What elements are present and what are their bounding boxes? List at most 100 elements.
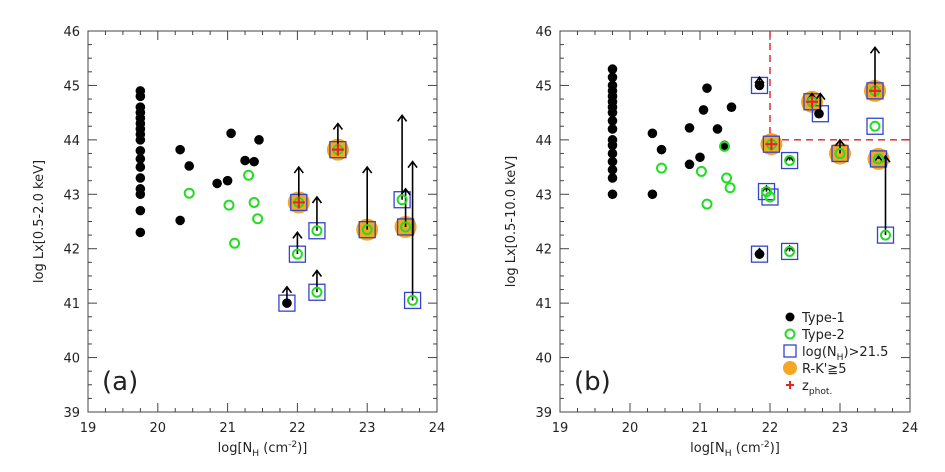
y-tick-label: 43 — [63, 188, 80, 203]
y-tick-label: 40 — [63, 352, 80, 367]
type2-point — [407, 294, 419, 306]
type2-point — [183, 187, 195, 199]
type2-point — [880, 229, 891, 241]
y-tick-label: 46 — [535, 25, 552, 40]
type1-point — [607, 64, 618, 74]
x-tick-label: 24 — [902, 421, 919, 436]
type1-point — [607, 124, 618, 134]
type2-point — [243, 169, 255, 181]
x-tick-label: 19 — [80, 421, 97, 436]
type2-point — [873, 153, 884, 165]
type1-point — [754, 80, 765, 91]
type1-point — [226, 128, 236, 139]
type1-point — [607, 116, 618, 126]
legend-marker-square — [783, 344, 797, 358]
type1-point — [135, 173, 146, 183]
x-tick-label: 21 — [692, 421, 709, 436]
y-tick-label: 41 — [535, 297, 552, 312]
y-tick-label: 45 — [63, 79, 80, 94]
type1-point — [607, 164, 618, 175]
upper-limit-arrow — [400, 187, 411, 227]
type1-point — [240, 155, 250, 166]
type1-point — [607, 140, 618, 151]
type1-point — [282, 298, 292, 308]
zphot-point — [806, 95, 818, 108]
type1-point — [135, 154, 146, 164]
type2-point — [311, 286, 323, 298]
type1-point — [212, 178, 222, 189]
square-point — [780, 151, 799, 170]
legend-item: zphot. — [786, 379, 832, 397]
type2-point — [291, 248, 303, 260]
zphot-point — [765, 138, 778, 151]
zphot-point — [292, 196, 305, 209]
panel-label: (b) — [574, 367, 611, 397]
x-tick-label: 23 — [359, 421, 376, 436]
type1-point — [702, 83, 712, 93]
type2-point — [834, 147, 846, 159]
type1-point — [607, 173, 618, 183]
y-tick-label: 46 — [63, 25, 80, 40]
x-tick-label: 21 — [219, 421, 236, 436]
type2-point — [361, 224, 373, 236]
type1-point — [684, 123, 695, 133]
x-tick-label: 19 — [552, 421, 569, 436]
upper-limit-arrow — [396, 114, 408, 200]
y-tick-label: 41 — [63, 297, 80, 312]
upper-limit-arrow — [834, 138, 846, 154]
square-point — [780, 242, 799, 261]
type1-point — [695, 152, 705, 163]
zphot-point — [331, 143, 344, 156]
type2-point — [784, 245, 796, 257]
legend-label: Type-2 — [801, 328, 845, 343]
type2-point — [311, 225, 323, 237]
y-tick-label: 42 — [535, 243, 552, 258]
type1-point — [135, 162, 146, 172]
x-axis-label: log[NH (cm-2)] — [218, 440, 308, 459]
type1-point — [607, 156, 618, 167]
type2-point — [656, 162, 667, 174]
y-tick-label: 44 — [535, 134, 552, 149]
type2-point — [229, 237, 241, 249]
type1-point — [249, 156, 259, 167]
type1-point — [135, 145, 146, 156]
panel-label: (a) — [102, 367, 138, 397]
type1-point — [814, 108, 824, 119]
type1-point — [607, 107, 618, 118]
legend-label: log(NH)>21.5 — [802, 345, 888, 363]
legend-item: log(NH)>21.5 — [783, 344, 888, 363]
y-axis-label: log Lx[0.5-10.0 keV] — [504, 156, 519, 287]
x-tick-label: 20 — [150, 421, 167, 436]
legend-marker-type2 — [784, 328, 796, 340]
type1-point — [754, 249, 765, 259]
type1-point — [698, 105, 709, 115]
legend-label: Type-1 — [801, 311, 845, 326]
y-tick-label: 39 — [535, 406, 552, 421]
type2-point — [764, 191, 776, 203]
type2-point — [784, 155, 796, 167]
type2-point — [248, 196, 260, 208]
type1-point — [684, 159, 695, 170]
type2-point — [223, 199, 235, 211]
legend-item: Type-2 — [784, 328, 845, 343]
upper-limit-arrow — [362, 165, 373, 230]
type2-point — [701, 198, 713, 210]
type1-point — [607, 148, 618, 159]
ticks — [87, 30, 438, 413]
x-tick-label: 22 — [289, 421, 306, 436]
type1-point — [712, 124, 723, 134]
x-axis-label: log[NH (cm-2)] — [690, 440, 780, 459]
type1-point — [607, 189, 618, 200]
type1-point — [175, 215, 185, 226]
y-axis-label: log Lx[0.5-2.0 keV] — [32, 160, 47, 283]
type1-point — [656, 144, 667, 155]
legend-label: R-K'≧5 — [802, 362, 846, 377]
y-tick-label: 42 — [63, 243, 80, 258]
y-tick-label: 40 — [535, 352, 552, 367]
type2-point — [400, 221, 412, 233]
square-point — [869, 150, 888, 168]
type1-point — [175, 144, 185, 155]
x-tick-label: 22 — [762, 421, 779, 436]
